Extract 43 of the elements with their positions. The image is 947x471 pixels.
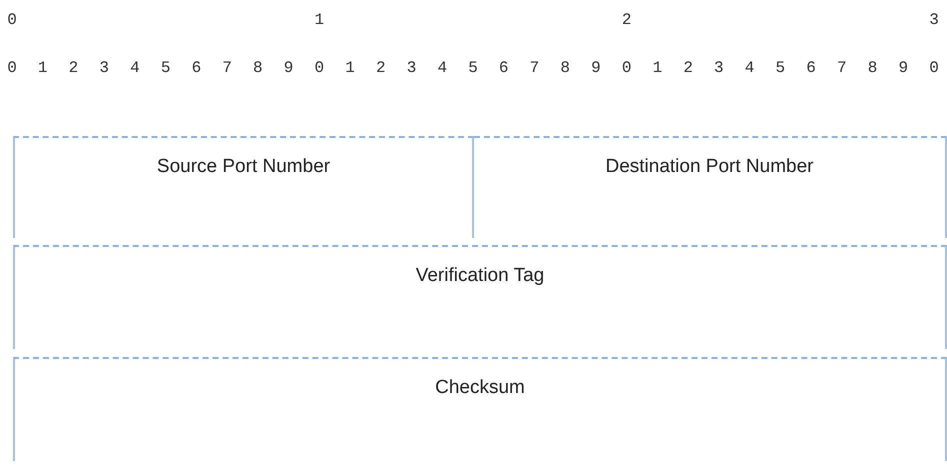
bit-number: 9 xyxy=(591,59,601,77)
bit-number: 0 xyxy=(314,59,324,77)
bit-number: 0 xyxy=(7,59,17,77)
bit-number: 1 xyxy=(345,59,355,77)
field-name: Verification Tag xyxy=(416,265,544,287)
bit-number: 9 xyxy=(284,59,294,77)
bit-number: 4 xyxy=(130,59,140,77)
bit-number: 6 xyxy=(498,59,509,77)
header-field xyxy=(474,136,947,238)
bit-number: 8 xyxy=(560,59,570,77)
bit-number: 1 xyxy=(652,59,662,77)
bit-number: 7 xyxy=(222,59,232,77)
bit-number: 4 xyxy=(744,59,754,77)
header-field xyxy=(13,136,474,238)
bit-number: 9 xyxy=(898,59,908,77)
bit-number: 5 xyxy=(776,59,786,77)
bit-number: 0 xyxy=(622,59,632,77)
bit-number: 6 xyxy=(192,59,202,77)
bit-number: 8 xyxy=(253,59,263,77)
bit-number: 1 xyxy=(38,59,48,77)
field-name: Source Port Number xyxy=(156,156,330,178)
bit-number: 3 xyxy=(99,59,109,77)
bit-number: 0 xyxy=(929,59,939,77)
bit-number: 8 xyxy=(868,59,878,77)
bit-number: 1 xyxy=(314,11,324,29)
header-field xyxy=(13,357,947,461)
bit-number: 2 xyxy=(376,59,386,77)
bit-number: 3 xyxy=(714,59,724,77)
bit-number: 3 xyxy=(406,59,416,77)
field-name: Destination Port Number xyxy=(605,156,814,178)
bit-number: 2 xyxy=(683,59,693,77)
bit-number: 0 xyxy=(7,11,17,29)
bit-number: 5 xyxy=(468,59,478,77)
bit-number: 4 xyxy=(437,59,448,77)
field-name: Checksum xyxy=(435,377,525,399)
bit-number: 7 xyxy=(837,59,847,77)
bit-number: 2 xyxy=(68,59,78,77)
bit-number: 6 xyxy=(806,59,816,77)
bit-number: 3 xyxy=(929,11,939,29)
bit-number: 2 xyxy=(622,11,632,29)
bit-number: 7 xyxy=(530,59,540,77)
header-field xyxy=(13,245,947,349)
bit-number: 5 xyxy=(160,59,170,77)
